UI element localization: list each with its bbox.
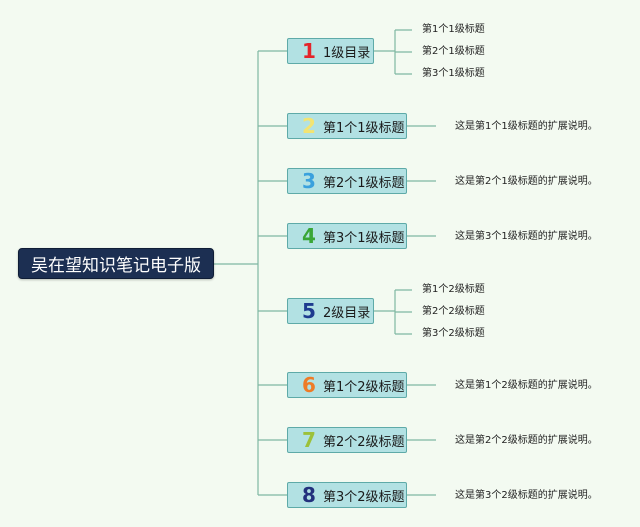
branch-number-6: 6 [302, 373, 316, 397]
branch-label-3: 第2个1级标题 [323, 175, 405, 191]
description-7[interactable]: 这是第2个2级标题的扩展说明。 [455, 435, 598, 446]
branch-label-7: 第2个2级标题 [323, 434, 405, 450]
branch-label-4: 第3个1级标题 [323, 230, 405, 246]
description-2[interactable]: 这是第1个1级标题的扩展说明。 [455, 121, 598, 132]
root-node[interactable]: 吴在望知识笔记电子版 [18, 248, 214, 279]
leaf-1-3[interactable]: 第3个1级标题 [422, 68, 485, 79]
branch-label-6: 第1个2级标题 [323, 379, 405, 395]
branch-number-7: 7 [302, 428, 316, 452]
branch-node-8[interactable]: 8 第3个2级标题 [287, 482, 407, 508]
branch-label-1: 1级目录 [323, 45, 371, 61]
description-4[interactable]: 这是第3个1级标题的扩展说明。 [455, 231, 598, 242]
branch-node-6[interactable]: 6 第1个2级标题 [287, 372, 407, 398]
branch-number-2: 2 [302, 114, 316, 138]
branch-number-1: 1 [302, 39, 316, 63]
branch-number-5: 5 [302, 299, 316, 323]
branch-node-7[interactable]: 7 第2个2级标题 [287, 427, 407, 453]
branch-node-2[interactable]: 2 第1个1级标题 [287, 113, 407, 139]
leaf-5-3[interactable]: 第3个2级标题 [422, 328, 485, 339]
description-6[interactable]: 这是第1个2级标题的扩展说明。 [455, 380, 598, 391]
branch-label-2: 第1个1级标题 [323, 120, 405, 136]
branch-label-5: 2级目录 [323, 305, 371, 321]
branch-node-3[interactable]: 3 第2个1级标题 [287, 168, 407, 194]
branch-node-4[interactable]: 4 第3个1级标题 [287, 223, 407, 249]
branch-number-8: 8 [302, 483, 316, 507]
branch-number-4: 4 [302, 224, 316, 248]
root-label: 吴在望知识笔记电子版 [31, 256, 201, 276]
description-8[interactable]: 这是第3个2级标题的扩展说明。 [455, 490, 598, 501]
branch-label-8: 第3个2级标题 [323, 489, 405, 505]
leaf-1-2[interactable]: 第2个1级标题 [422, 46, 485, 57]
leaf-1-1[interactable]: 第1个1级标题 [422, 24, 485, 35]
leaf-5-2[interactable]: 第2个2级标题 [422, 306, 485, 317]
branch-node-1[interactable]: 1 1级目录 [287, 38, 374, 64]
branch-number-3: 3 [302, 169, 316, 193]
branch-node-5[interactable]: 5 2级目录 [287, 298, 374, 324]
leaf-5-1[interactable]: 第1个2级标题 [422, 284, 485, 295]
description-3[interactable]: 这是第2个1级标题的扩展说明。 [455, 176, 598, 187]
